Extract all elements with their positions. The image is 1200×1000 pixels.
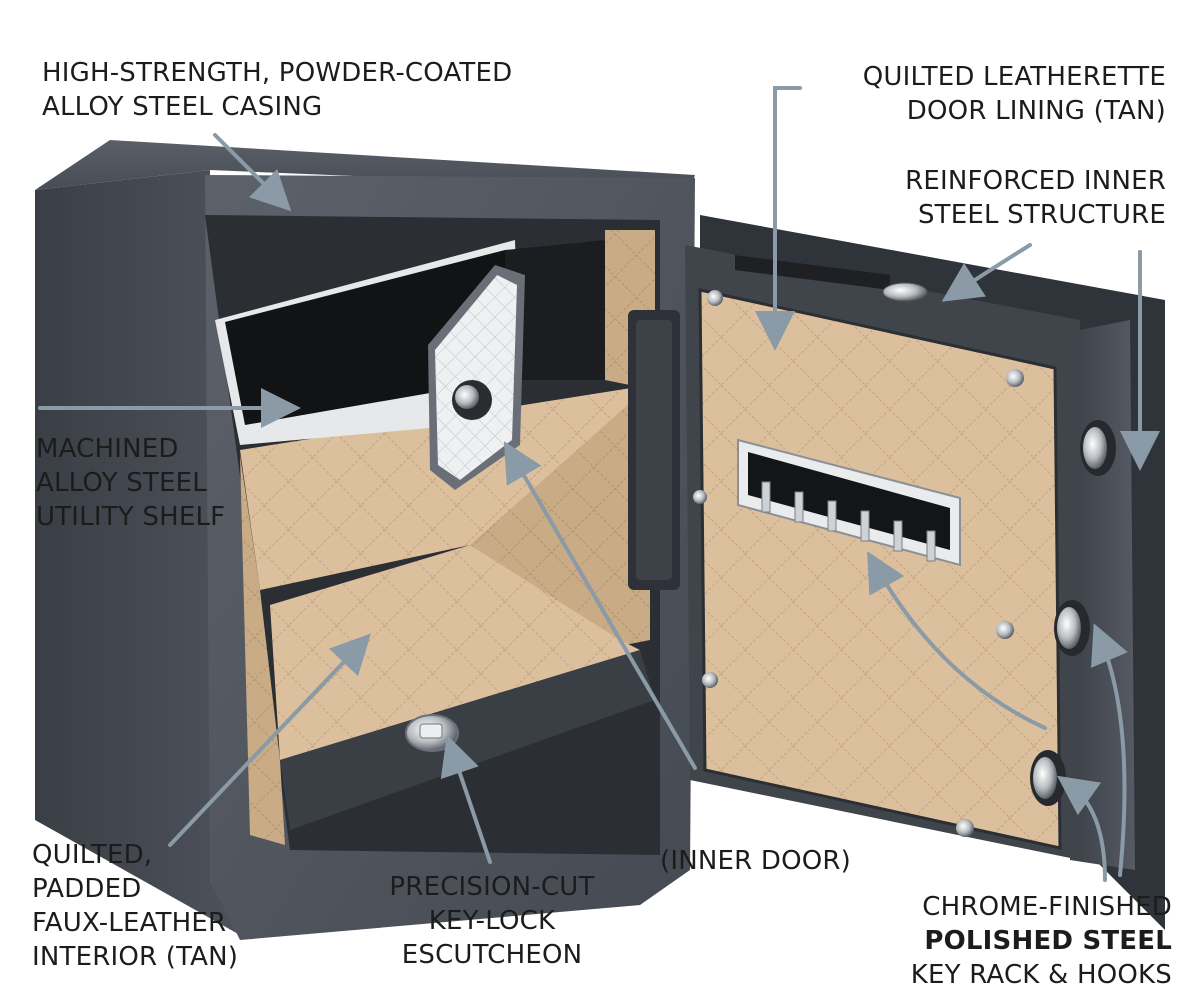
label-key-rack-line2: POLISHED STEEL (924, 926, 1172, 956)
label-shelf: MACHINED ALLOY STEEL UTILITY SHELF (36, 432, 225, 534)
label-interior-line2: PADDED (32, 874, 142, 904)
label-door-lining: QUILTED LEATHERETTE DOOR LINING (TAN) (863, 60, 1166, 128)
label-key-rack-line1: CHROME-FINISHED (922, 892, 1172, 922)
outer-door (685, 215, 1165, 930)
label-door-lining-line2: DOOR LINING (TAN) (906, 96, 1166, 126)
door-hinge (628, 310, 680, 590)
label-key-rack: CHROME-FINISHED POLISHED STEEL KEY RACK … (911, 890, 1172, 992)
label-escutcheon-line2: KEY-LOCK (428, 906, 556, 936)
inner-door (428, 265, 525, 490)
label-door-lining-line1: QUILTED LEATHERETTE (862, 62, 1166, 92)
label-inner-structure-line1: REINFORCED INNER (905, 166, 1166, 196)
label-shelf-line3: UTILITY SHELF (36, 502, 226, 532)
label-inner-structure-line2: STEEL STRUCTURE (917, 200, 1166, 230)
label-interior: QUILTED, PADDED FAUX-LEATHER INTERIOR (T… (32, 838, 238, 974)
annotation-arrows (38, 86, 1160, 882)
label-inner-door: (INNER DOOR) (660, 844, 851, 878)
label-interior-line4: INTERIOR (TAN) (32, 942, 239, 972)
label-escutcheon-line1: PRECISION-CUT (389, 872, 595, 902)
label-interior-line3: FAUX-LEATHER (32, 908, 227, 938)
label-interior-line1: QUILTED, (32, 840, 153, 870)
key-rack (737, 438, 961, 567)
label-casing: HIGH-STRENGTH, POWDER-COATED ALLOY STEEL… (42, 56, 512, 124)
label-escutcheon-line3: ESCUTCHEON (401, 940, 583, 970)
label-key-rack-line3: KEY RACK & HOOKS (910, 960, 1172, 990)
label-shelf-line1: MACHINED (36, 434, 179, 464)
label-inner-structure: REINFORCED INNER STEEL STRUCTURE (905, 164, 1166, 232)
label-casing-line1: HIGH-STRENGTH, POWDER-COATED (42, 58, 513, 88)
key-lock-escutcheon (405, 714, 459, 752)
label-escutcheon: PRECISION-CUT KEY-LOCK ESCUTCHEON (372, 870, 612, 972)
label-shelf-line2: ALLOY STEEL (36, 468, 207, 498)
label-inner-door-line1: (INNER DOOR) (660, 846, 852, 876)
label-casing-line2: ALLOY STEEL CASING (42, 92, 323, 122)
